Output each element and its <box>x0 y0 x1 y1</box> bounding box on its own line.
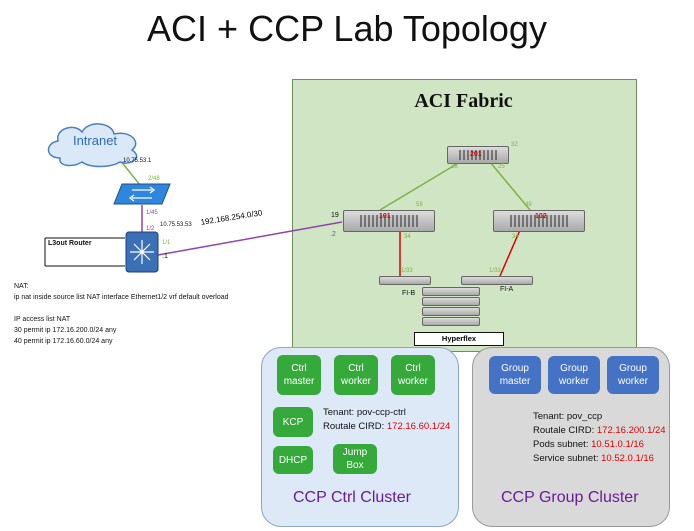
switch-icon <box>113 183 171 205</box>
switch-port-bottom: 1/45 <box>146 210 158 216</box>
router-port-right: 1/1 <box>162 240 171 246</box>
link-router-leaf1 <box>157 221 343 256</box>
leaf1-port-left: 19 <box>331 212 339 219</box>
ctrl-cluster-info: Tenant: pov-ccp-ctrl Routale CIRD: 172.1… <box>323 407 451 432</box>
fi-b-switch <box>379 276 431 285</box>
fabric-title: ACI Fabric <box>414 90 513 112</box>
router-icon <box>125 231 159 273</box>
leaf1-id: 101 <box>379 213 391 220</box>
intranet-label: Intranet <box>72 133 118 148</box>
l3out-router-label: L3out Router <box>48 240 92 247</box>
spine-port-right: 25 <box>498 164 505 170</box>
router-port-top: 1/2 <box>146 226 155 232</box>
leaf2-id: 102 <box>535 213 547 220</box>
page-title: ACI + CCP Lab Topology <box>147 8 547 49</box>
router-suffix: .1 <box>162 253 168 260</box>
spine-port: 32 <box>511 142 518 148</box>
intranet-cloud-icon <box>47 123 138 168</box>
fi-b-port: 1/33 <box>401 268 413 274</box>
spine-id: 201 <box>470 151 482 158</box>
fi-b-label: FI-B <box>402 290 416 297</box>
spine-switch-201 <box>447 146 509 164</box>
group-cluster-title: CCP Group Cluster <box>501 489 639 506</box>
link-intranet-switch <box>119 159 141 186</box>
leaf-switch-102 <box>493 210 585 232</box>
ctrl-cluster-title: CCP Ctrl Cluster <box>293 489 411 506</box>
link-spine-leaf2 <box>489 161 531 211</box>
fi-a-port: 1/33 <box>489 268 501 274</box>
dhcp-node: DHCP <box>273 446 313 474</box>
nat-line <box>14 303 229 314</box>
hyperflex-server <box>422 317 480 326</box>
hyperflex-server <box>422 307 480 316</box>
switch-port-top: 2/48 <box>148 176 160 182</box>
leaf-suffix: .2 <box>330 231 336 238</box>
nat-line: IP access list NAT <box>14 316 71 323</box>
hyperflex-server <box>422 297 480 306</box>
intranet-ip: 10.75.53.1 <box>123 158 152 164</box>
fi-a-label: FI-A <box>500 286 514 293</box>
leaf1-port-up: 59 <box>416 202 423 208</box>
kcp-node: KCP <box>273 407 313 437</box>
group-cluster-info: Tenant: pov_ccp Routale CIRD: 172.16.200… <box>533 411 666 464</box>
leaf1-port-down: 34 <box>404 234 411 240</box>
leaf2-port-up: 49 <box>525 202 532 208</box>
leaf2-port-down: 34 <box>512 234 519 240</box>
nat-line: 30 permit ip 172.16.200.0/24 any <box>14 327 117 334</box>
hyperflex-label: Hyperflex <box>414 332 504 346</box>
link-leaf2-fia <box>499 229 521 277</box>
nat-line: NAT: <box>14 283 29 290</box>
leaf-switch-101 <box>343 210 435 232</box>
nat-line: ip nat inside source list NAT interface … <box>14 294 229 301</box>
fi-a-switch <box>461 276 533 285</box>
link-spine-leaf1 <box>379 161 461 211</box>
router-ip: 10.75.53.53 <box>160 222 192 228</box>
nat-config: NAT: ip nat inside source list NAT inter… <box>14 281 229 347</box>
spine-port-left: 26 <box>451 164 458 170</box>
hyperflex-server <box>422 287 480 296</box>
nat-line: 40 permit ip 172.16.60.0/24 any <box>14 338 113 345</box>
